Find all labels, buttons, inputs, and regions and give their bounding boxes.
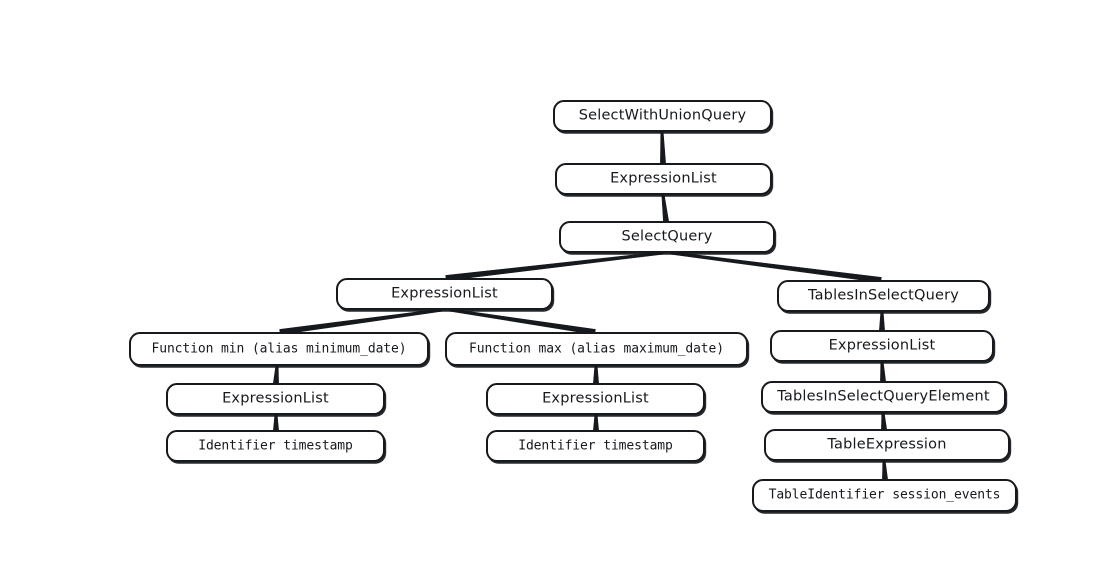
tree-edge: [881, 412, 887, 430]
tree-edge: [879, 311, 885, 331]
tree-node-label: ExpressionList: [222, 390, 329, 407]
tree-node-label: SelectQuery: [621, 228, 713, 245]
tree-edge: [882, 460, 888, 480]
tree-node[interactable]: ExpressionList: [166, 383, 385, 415]
tree-node[interactable]: ExpressionList: [336, 278, 553, 310]
tree-node[interactable]: ExpressionList: [770, 330, 994, 362]
tree-node-label: ExpressionList: [828, 337, 936, 354]
tree-node-label: TablesInSelectQueryElement: [777, 388, 990, 405]
tree-node[interactable]: Identifier timestamp: [486, 430, 705, 462]
tree-edge: [661, 194, 669, 222]
tree-node[interactable]: TablesInSelectQuery: [777, 280, 990, 312]
tree-node-label: Function min (alias minimum_date): [151, 341, 407, 356]
tree-edge: [880, 361, 886, 382]
tree-edge: [670, 251, 882, 283]
tree-node[interactable]: ExpressionList: [555, 163, 772, 195]
tree-node[interactable]: TableIdentifier session_events: [752, 479, 1017, 512]
tree-node[interactable]: TablesInSelectQueryElement: [761, 381, 1006, 413]
tree-edge: [660, 131, 666, 164]
tree-node-label: Identifier timestamp: [198, 438, 353, 453]
tree-node-label: Identifier timestamp: [518, 438, 673, 453]
tree-node-label: TableIdentifier session_events: [768, 487, 1001, 503]
tree-edge: [445, 251, 664, 281]
tree-edge: [273, 365, 279, 384]
tree-edge: [279, 308, 443, 335]
tree-node-label: SelectWithUnionQuery: [578, 107, 747, 124]
tree-node-label: TablesInSelectQuery: [807, 287, 960, 304]
tree-node[interactable]: Function min (alias minimum_date): [129, 332, 429, 366]
tree-edge: [449, 308, 596, 335]
tree-node[interactable]: ExpressionList: [486, 383, 705, 415]
tree-node[interactable]: TableExpression: [764, 429, 1010, 461]
tree-node-label: Function max (alias maximum_date): [469, 341, 724, 356]
tree-node[interactable]: SelectWithUnionQuery: [553, 100, 772, 132]
tree-node-label: ExpressionList: [610, 170, 717, 187]
tree-node-label: ExpressionList: [542, 390, 649, 407]
tree-edge: [593, 365, 599, 384]
tree-edge: [593, 414, 599, 431]
tree-node[interactable]: Identifier timestamp: [166, 430, 385, 462]
tree-node-label: TableExpression: [827, 436, 947, 453]
tree-edge: [273, 414, 279, 431]
tree-node[interactable]: Function max (alias maximum_date): [445, 332, 748, 366]
tree-node-label: ExpressionList: [391, 285, 498, 302]
tree-node[interactable]: SelectQuery: [559, 221, 775, 253]
